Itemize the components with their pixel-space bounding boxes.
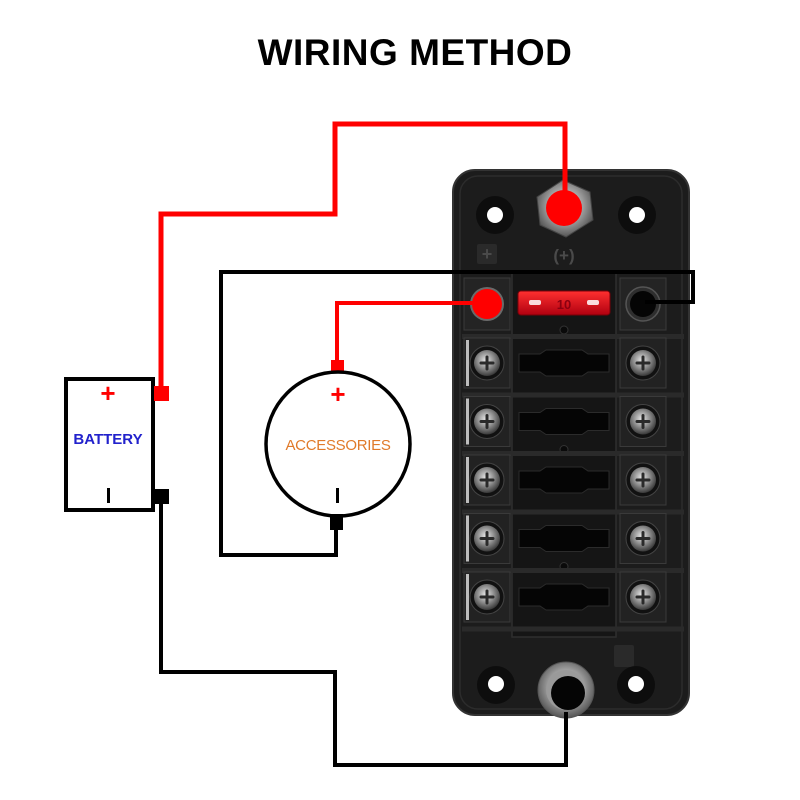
row-divider <box>462 334 684 339</box>
accessory-positive-terminal[interactable] <box>472 289 502 319</box>
fuse-rating: 10 <box>557 297 571 312</box>
accessories-plus-sign: + <box>330 379 345 409</box>
terminal-row <box>462 334 684 389</box>
mounting-hole-bottom-left <box>477 666 515 704</box>
accessories-minus-sign <box>336 488 339 503</box>
mounting-hole-bottom-right <box>617 666 655 704</box>
terminal-row <box>462 392 684 454</box>
screw-terminal-left[interactable] <box>469 579 505 615</box>
empty-fuse-slot[interactable] <box>518 583 610 611</box>
row-divider <box>462 509 684 515</box>
screw-terminal-right[interactable] <box>625 521 661 556</box>
row-divider <box>462 568 684 573</box>
screw-terminal-right[interactable] <box>625 579 661 615</box>
positive-wire-accessory <box>335 301 480 365</box>
accessory-negative-terminal-tab <box>330 514 343 530</box>
empty-fuse-slot[interactable] <box>518 349 610 377</box>
empty-fuse-slot[interactable] <box>518 466 610 494</box>
screw-terminal-right[interactable] <box>625 345 661 381</box>
positive-wire-main <box>158 121 568 392</box>
accessories-label: ACCESSORIES <box>285 437 390 454</box>
screw-terminal-right[interactable] <box>625 404 661 439</box>
plus-mark-left: + <box>477 244 497 264</box>
negative-wire-accessory <box>219 270 695 557</box>
positive-stud-wire-end <box>546 190 582 226</box>
screw-terminal-left[interactable] <box>469 462 505 498</box>
battery-negative-terminal <box>154 489 169 504</box>
minus-mark <box>614 645 634 667</box>
screw-terminal-left[interactable] <box>469 345 505 381</box>
row-divider <box>462 451 684 456</box>
diagram-title: WIRING METHOD <box>257 32 573 73</box>
screw-terminal-left[interactable] <box>469 404 505 439</box>
row-divider <box>462 626 684 632</box>
mounting-hole-top-right <box>618 196 656 234</box>
terminal-row <box>462 451 684 506</box>
empty-fuse-slot[interactable] <box>518 525 610 552</box>
fuse-block: + (+) 10 <box>452 169 690 719</box>
negative-wire-main <box>159 502 568 767</box>
battery: + BATTERY <box>64 377 169 512</box>
plus-mark-center: (+) <box>553 246 574 265</box>
terminal-rows <box>462 334 684 632</box>
negative-stud[interactable] <box>537 661 595 719</box>
screw-terminal-left[interactable] <box>469 521 505 556</box>
empty-fuse-slot[interactable] <box>518 408 610 435</box>
terminal-row <box>462 509 684 571</box>
mounting-hole-top-left <box>476 196 514 234</box>
positive-stud[interactable] <box>536 179 594 238</box>
battery-minus-sign <box>107 488 110 503</box>
screw-terminal-right[interactable] <box>625 462 661 498</box>
blade-fuse[interactable]: 10 <box>517 290 611 316</box>
accessories: + ACCESSORIES <box>264 360 412 530</box>
battery-positive-terminal <box>154 386 169 401</box>
battery-plus-sign: + <box>100 378 115 408</box>
svg-text:(+): (+) <box>553 246 574 265</box>
svg-text:+: + <box>482 244 493 264</box>
battery-label: BATTERY <box>73 431 142 448</box>
ground-terminal-top[interactable] <box>630 291 656 317</box>
terminal-row <box>462 568 684 623</box>
row-divider <box>462 392 684 398</box>
